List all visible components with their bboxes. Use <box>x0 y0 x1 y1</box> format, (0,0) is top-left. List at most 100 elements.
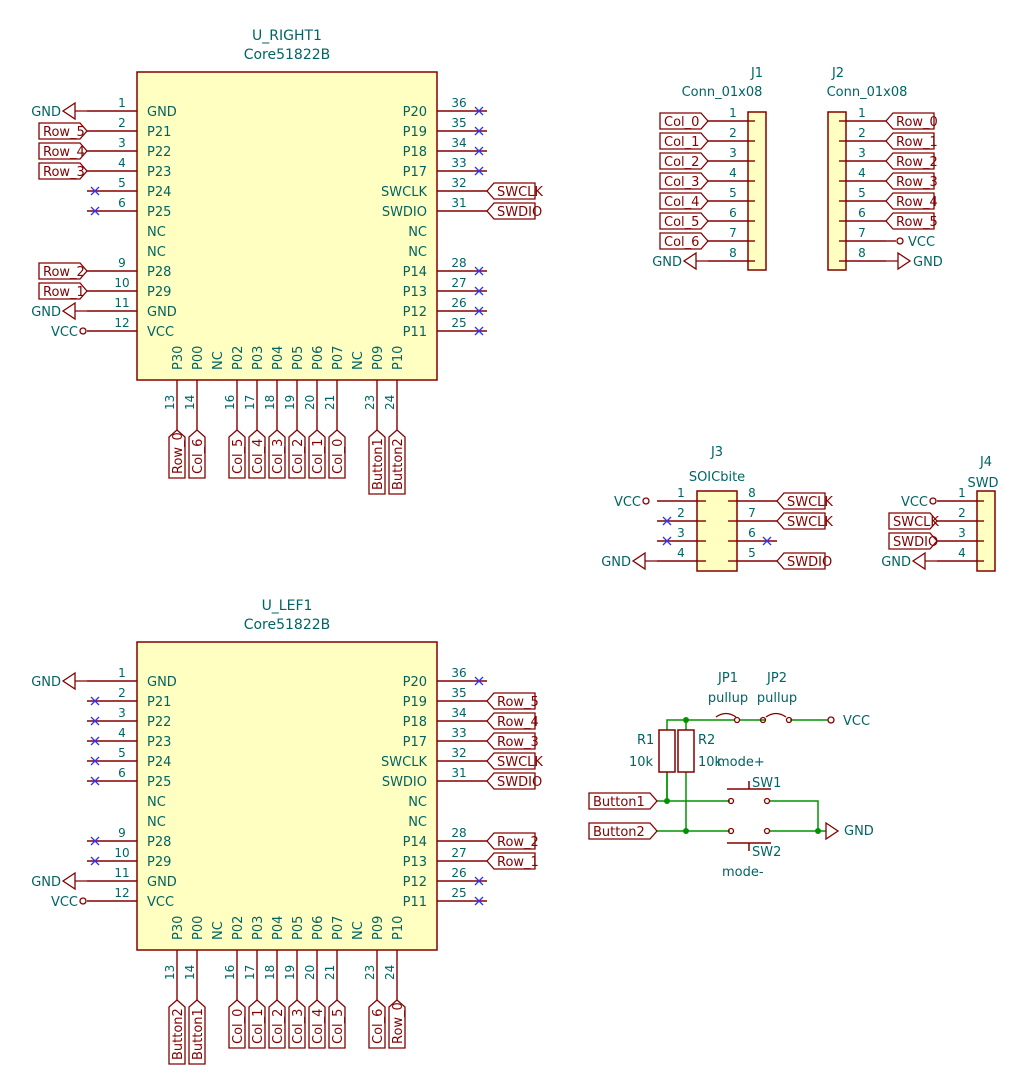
pin-name: P10 <box>391 346 406 370</box>
pin-number: 12 <box>114 316 129 330</box>
gnd-symbol <box>886 251 912 271</box>
pin-number: 20 <box>303 395 317 410</box>
net-label: Button2 <box>391 438 406 490</box>
no-connect-icon <box>474 146 484 156</box>
pin-name: GND <box>147 875 177 890</box>
pin-name: P22 <box>147 715 171 730</box>
pin-number: 14 <box>183 965 197 980</box>
vcc-symbol <box>642 497 650 505</box>
pin-name: P28 <box>147 265 171 280</box>
net-label-box <box>885 192 935 210</box>
pin-number: 25 <box>451 886 466 900</box>
pin-number: 3 <box>118 706 126 720</box>
j3-ref: J3 <box>710 445 723 460</box>
pin-number: 4 <box>118 726 126 740</box>
pin-number: 8 <box>748 486 756 500</box>
net-label: Col_5 <box>231 439 246 474</box>
net-label-box <box>486 202 536 220</box>
pin-name: NC <box>408 245 427 260</box>
sw1-terminal <box>727 797 735 805</box>
pin-number: 13 <box>163 395 177 410</box>
gnd-net-label: GND <box>913 255 943 270</box>
junction-dot <box>683 717 689 723</box>
pin-number: 3 <box>729 146 737 160</box>
pin-number: 1 <box>729 106 737 120</box>
net-label-box <box>38 122 88 140</box>
pin-number: 32 <box>451 746 466 760</box>
sw1-value: mode+ <box>717 755 765 770</box>
pin-number: 23 <box>363 395 377 410</box>
net-label-box <box>659 152 709 170</box>
pin-number: 26 <box>451 866 466 880</box>
net-label-box <box>188 999 206 1065</box>
pin-name: P02 <box>231 916 246 940</box>
net-label: Row_2 <box>896 155 938 170</box>
jp1-terminal <box>759 716 767 724</box>
button2-net-label: Button2 <box>593 825 645 840</box>
net-label: Col_1 <box>251 1009 266 1044</box>
no-connect-icon <box>474 876 484 886</box>
pin-name: VCC <box>147 895 174 910</box>
pin-number: 35 <box>451 116 466 130</box>
pin-name: SWCLK <box>381 185 427 200</box>
no-connect-icon <box>474 286 484 296</box>
gnd-net-label: GND <box>31 675 61 690</box>
net-label: SWCLK <box>497 185 543 200</box>
no-connect-icon <box>90 696 100 706</box>
pin-number: 26 <box>451 296 466 310</box>
pin-number: 9 <box>118 256 126 270</box>
vcc-symbol <box>79 897 87 905</box>
pin-name: P06 <box>311 916 326 940</box>
pin-name: NC <box>147 245 166 260</box>
gnd-symbol <box>911 551 937 571</box>
net-label: Button2 <box>171 1008 186 1060</box>
pin-name: GND <box>147 305 177 320</box>
jp1-ref: JP1 <box>717 671 738 686</box>
pin-number: 2 <box>958 506 966 520</box>
gnd-symbol <box>682 251 708 271</box>
pin-number: 19 <box>283 965 297 980</box>
pin-name: P02 <box>231 346 246 370</box>
pin-name: P30 <box>171 916 186 940</box>
u-left-body <box>136 641 438 951</box>
pin-name: P18 <box>403 145 427 160</box>
pin-number: 5 <box>858 186 866 200</box>
pin-number: 1 <box>118 666 126 680</box>
pin-number: 23 <box>363 965 377 980</box>
pin-name: P05 <box>291 916 306 940</box>
net-label-box <box>486 692 536 710</box>
pin-name: NC <box>408 815 427 830</box>
no-connect-icon <box>90 716 100 726</box>
pin-number: 34 <box>451 706 466 720</box>
net-label: Col_2 <box>291 439 306 474</box>
net-label: Row_4 <box>896 195 938 210</box>
no-connect-icon <box>474 676 484 686</box>
no-connect-icon <box>90 736 100 746</box>
net-label-box <box>776 512 826 530</box>
gnd-net-label: GND <box>31 105 61 120</box>
u-left-module: U_LEF1 Core51822B <box>136 598 438 951</box>
vcc-symbol <box>79 327 87 335</box>
net-label: Col_6 <box>371 1009 386 1044</box>
gnd-net-label: GND <box>652 255 682 270</box>
net-label: Row_1 <box>896 135 938 150</box>
pin-number: 17 <box>243 395 257 410</box>
pin-number: 6 <box>858 206 866 220</box>
net-label: Row_2 <box>43 265 85 280</box>
pin-name: P12 <box>403 305 427 320</box>
net-label: Row_0 <box>391 1002 406 1044</box>
vcc-net-label: VCC <box>51 325 78 340</box>
pin-name: P03 <box>251 346 266 370</box>
pin-number: 31 <box>451 766 466 780</box>
vcc-symbol <box>827 716 835 724</box>
net-label: Row_1 <box>43 285 85 300</box>
pin-name: SWCLK <box>381 755 427 770</box>
net-label-box <box>776 492 826 510</box>
net-label: Col_3 <box>271 439 286 474</box>
vcc-net-label: VCC <box>908 235 935 250</box>
j4-ref: J4 <box>979 455 992 470</box>
pin-name: P20 <box>403 105 427 120</box>
net-label-box <box>38 162 88 180</box>
pin-number: 35 <box>451 686 466 700</box>
pin-name: NC <box>351 351 366 370</box>
